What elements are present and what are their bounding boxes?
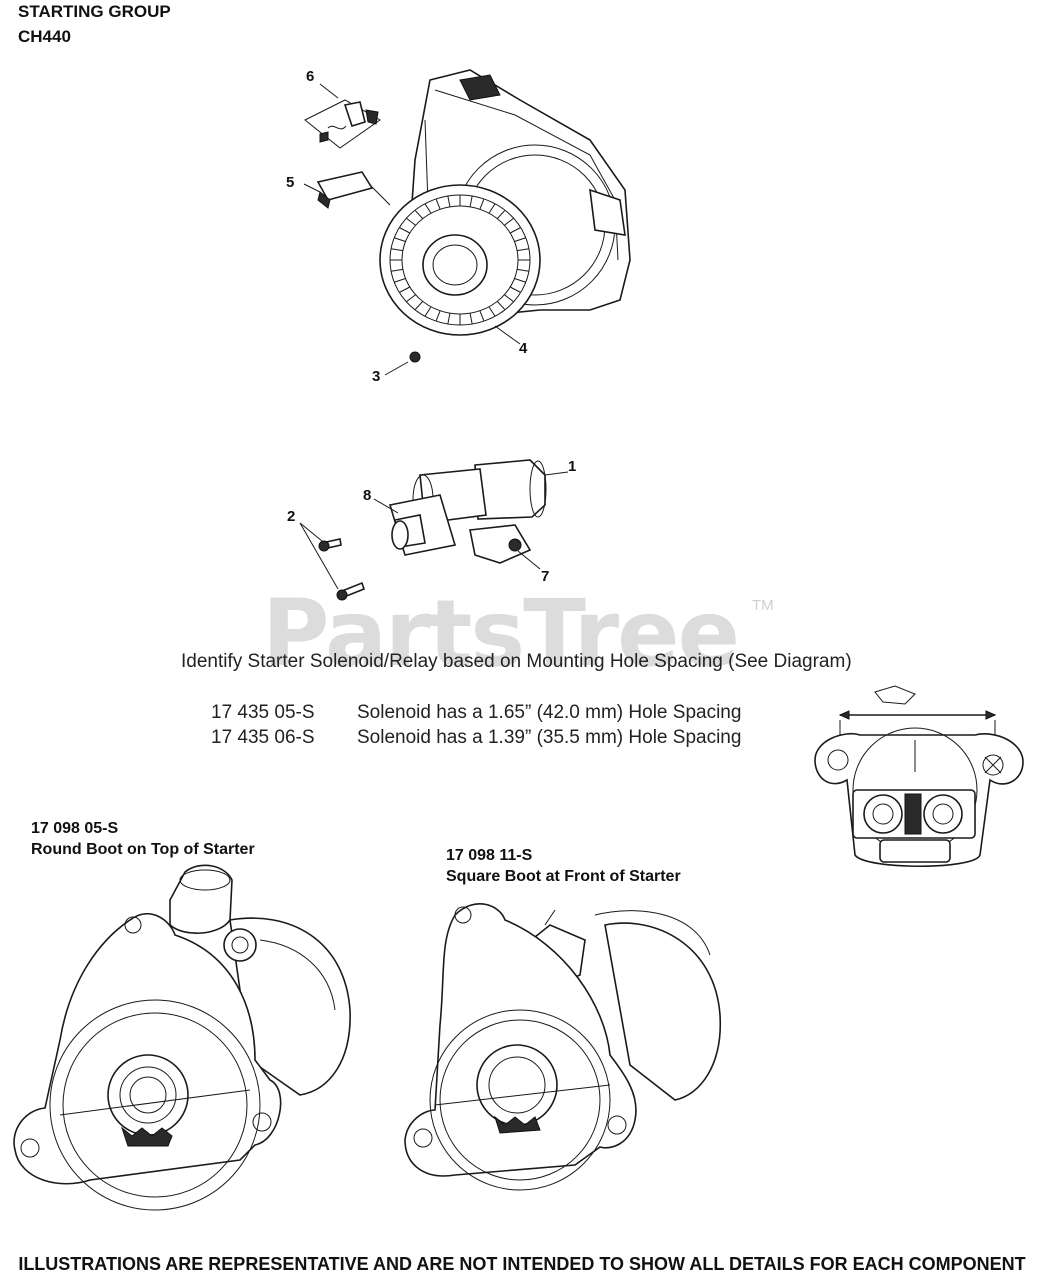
recoil-cover-rib bbox=[496, 209, 506, 219]
starter-1-description: Round Boot on Top of Starter bbox=[31, 841, 255, 858]
recoil-cover-rib bbox=[488, 306, 496, 317]
solenoid-identification-note: Identify Starter Solenoid/Relay based on… bbox=[181, 651, 852, 672]
solenoid-part-1: 17 435 05-S bbox=[211, 702, 315, 723]
starter-round-boot-drawing bbox=[13, 864, 351, 1211]
recoil-cover-rib bbox=[394, 237, 406, 243]
recoil-cover-rib bbox=[517, 268, 530, 272]
callout-2: 2 bbox=[287, 508, 296, 525]
watermark: PartsTree bbox=[262, 580, 740, 687]
callout-6: 6 bbox=[306, 68, 315, 85]
recoil-cover-rib bbox=[406, 294, 416, 303]
recoil-cover-rib bbox=[514, 277, 526, 283]
recoil-cover-rib bbox=[509, 286, 521, 293]
recoil-cover-rib bbox=[509, 227, 521, 234]
recoil-cover-rib bbox=[424, 203, 432, 214]
engine-model: CH440 bbox=[18, 27, 71, 46]
recoil-cover-rib bbox=[399, 286, 411, 293]
starter-2-description: Square Boot at Front of Starter bbox=[446, 868, 681, 885]
callout-8: 8 bbox=[363, 487, 372, 504]
recoil-cover-rib bbox=[390, 268, 403, 272]
recoil-cover-rib bbox=[406, 217, 416, 226]
recoil-cover-rib bbox=[424, 306, 432, 317]
recoil-cover-rib bbox=[414, 301, 424, 311]
recoil-cover-rib bbox=[447, 313, 451, 325]
callout-7: 7 bbox=[541, 568, 550, 585]
recoil-cover-rib bbox=[488, 203, 496, 214]
recoil-cover-rib bbox=[414, 209, 424, 219]
recoil-cover-rib bbox=[517, 248, 530, 252]
starter-1-part-number: 17 098 05-S bbox=[31, 820, 119, 837]
recoil-cover-rib bbox=[394, 277, 406, 283]
recoil-cover-rib bbox=[504, 217, 514, 226]
callout-1: 1 bbox=[568, 458, 577, 475]
recoil-cover-rib bbox=[447, 195, 451, 207]
solenoid-desc-2: Solenoid has a 1.39” (35.5 mm) Hole Spac… bbox=[357, 727, 742, 748]
solenoid-hole-spacing-drawing bbox=[814, 685, 1024, 868]
recoil-cover-rib bbox=[435, 198, 441, 210]
recoil-cover-rib bbox=[479, 310, 485, 322]
watermark-trademark: TM bbox=[752, 597, 774, 614]
disclaimer-footer: ILLUSTRATIONS ARE REPRESENTATIVE AND ARE… bbox=[18, 1254, 1026, 1274]
recoil-cover-rib bbox=[479, 198, 485, 210]
recoil-cover-rib bbox=[469, 313, 473, 325]
recoil-cover-rib bbox=[399, 227, 411, 234]
recoil-cover-rib bbox=[504, 294, 514, 303]
callout-4: 4 bbox=[519, 340, 528, 357]
electric-starter-drawing bbox=[299, 459, 569, 601]
recoil-cover-rib bbox=[514, 237, 526, 243]
recoil-cover-rib bbox=[390, 248, 403, 252]
blower-housing-assembly-drawing bbox=[303, 69, 631, 376]
recoil-cover-rib bbox=[435, 310, 441, 322]
solenoid-part-2: 17 435 06-S bbox=[211, 727, 315, 748]
recoil-cover-rib bbox=[469, 195, 473, 207]
starter-2-part-number: 17 098 11-S bbox=[446, 847, 533, 864]
solenoid-desc-1: Solenoid has a 1.65” (42.0 mm) Hole Spac… bbox=[357, 702, 742, 723]
callout-5: 5 bbox=[286, 174, 295, 191]
starter-square-boot-drawing bbox=[404, 903, 721, 1191]
diagram-title: STARTING GROUP bbox=[18, 2, 171, 21]
callout-3: 3 bbox=[372, 368, 381, 385]
recoil-cover-rib bbox=[496, 301, 506, 311]
